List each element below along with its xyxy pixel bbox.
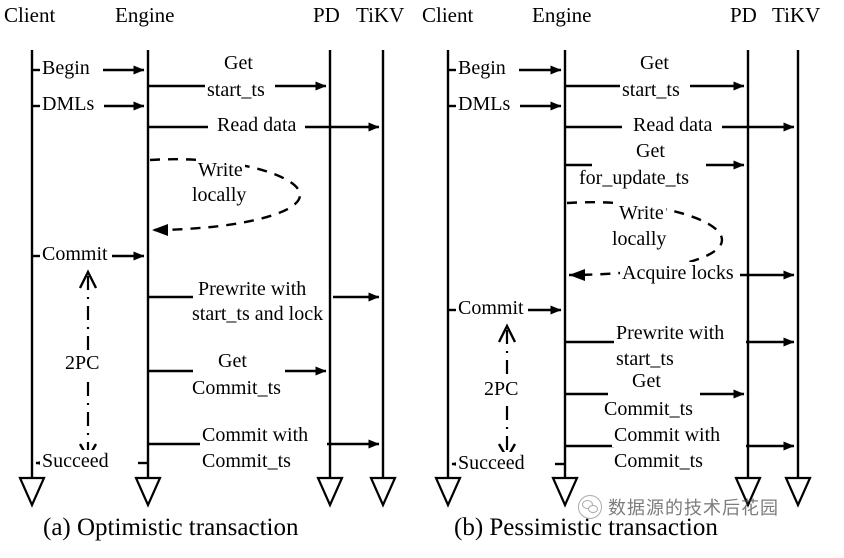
message-label-succeed: Succeed [456,452,527,475]
message-label-prewrite-line1: Prewrite with [614,322,727,345]
message-label-get-for-update-ts-line1: Get [634,140,667,163]
message-label-read-data: Read data [631,114,715,137]
message-label-get-start-ts-line1: Get [222,52,255,75]
message-label-commit: Commit [456,297,526,320]
lifeline-header-client: Client [422,3,474,27]
message-label-get-commit-ts-line2: Commit_ts [602,398,695,421]
lifeline-header-client: Client [4,3,56,27]
panel-pessimistic: Client Engine PD TiKV Begin DMLs Get sta… [422,0,844,558]
message-label-acquire-locks: Acquire locks [620,262,736,285]
lifeline-terminators [434,476,812,508]
panel-optimistic: Client Engine PD TiKV Begin DMLs Get sta… [4,3,405,541]
message-label-begin: Begin [40,57,92,80]
message-label-commit-with-line2: Commit_ts [200,450,293,473]
message-label-get-start-ts-line2: start_ts [620,79,682,102]
message-label-prewrite-line2: start_ts and lock [190,303,326,326]
message-label-locally: locally [190,184,249,207]
message-label-get-start-ts-line1: Get [638,52,671,75]
panel-caption-a: (a) Optimistic transaction [43,514,299,541]
lifeline-header-tikv: TiKV [356,3,405,27]
message-label-prewrite-line2: start_ts [614,348,676,371]
lifeline-header-pd: PD [730,3,757,27]
watermark-text: 数据源的技术后花园 [608,498,779,519]
arrow-write-locally-head [152,224,168,236]
label-2pc: 2PC [484,378,519,400]
lifeline-header-engine: Engine [115,3,175,27]
message-label-read-data: Read data [215,114,299,137]
message-label-prewrite-line1: Prewrite with [196,278,309,301]
message-label-succeed: Succeed [40,450,111,473]
panel-a-diagram [18,50,397,508]
message-label-get-commit-ts-line1: Get [216,350,249,373]
message-label-dmls: DMLs [40,93,97,116]
message-label-write: Write [617,202,666,225]
message-label-commit-with-line1: Commit with [612,424,723,447]
message-label-get-start-ts-line2: start_ts [205,79,267,102]
message-label-locally: locally [610,228,669,251]
lifeline-terminators [18,476,397,508]
label-2pc: 2PC [65,352,100,374]
wechat-logo-icon [578,495,602,519]
message-label-write: Write [196,159,245,182]
message-label-commit-with-line1: Commit with [200,424,311,447]
arrow-write-locally-head [569,269,585,281]
message-label-get-commit-ts-line2: Commit_ts [190,377,283,400]
lifeline-header-pd: PD [313,3,340,27]
message-label-dmls: DMLs [456,93,513,116]
watermark: 数据源的技术后花园 [578,494,779,520]
lifeline-header-tikv: TiKV [772,3,821,27]
arrow-write-locally [149,158,302,232]
message-label-commit-with-line2: Commit_ts [612,450,705,473]
message-label-commit: Commit [40,243,110,266]
message-label-get-for-update-ts-line2: for_update_ts [577,167,691,190]
message-label-begin: Begin [456,57,508,80]
lifeline-header-engine: Engine [532,3,592,27]
message-label-get-commit-ts-line1: Get [630,370,663,393]
